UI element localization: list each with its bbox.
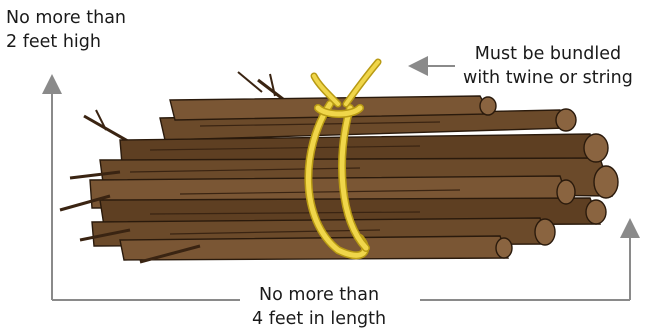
length-limit-line-2: 4 feet in length <box>252 307 386 331</box>
height-limit-line-1: No more than <box>6 6 126 30</box>
height-limit-label: No more than 2 feet high <box>6 6 126 54</box>
bundle-requirement-line-1: Must be bundled <box>463 42 633 66</box>
bundle-requirement-line-2: with twine or string <box>463 66 633 90</box>
height-limit-line-2: 2 feet high <box>6 30 126 54</box>
length-limit-line-1: No more than <box>252 283 386 307</box>
length-limit-label: No more than 4 feet in length <box>252 283 386 331</box>
bundle-requirement-label: Must be bundled with twine or string <box>463 42 633 90</box>
